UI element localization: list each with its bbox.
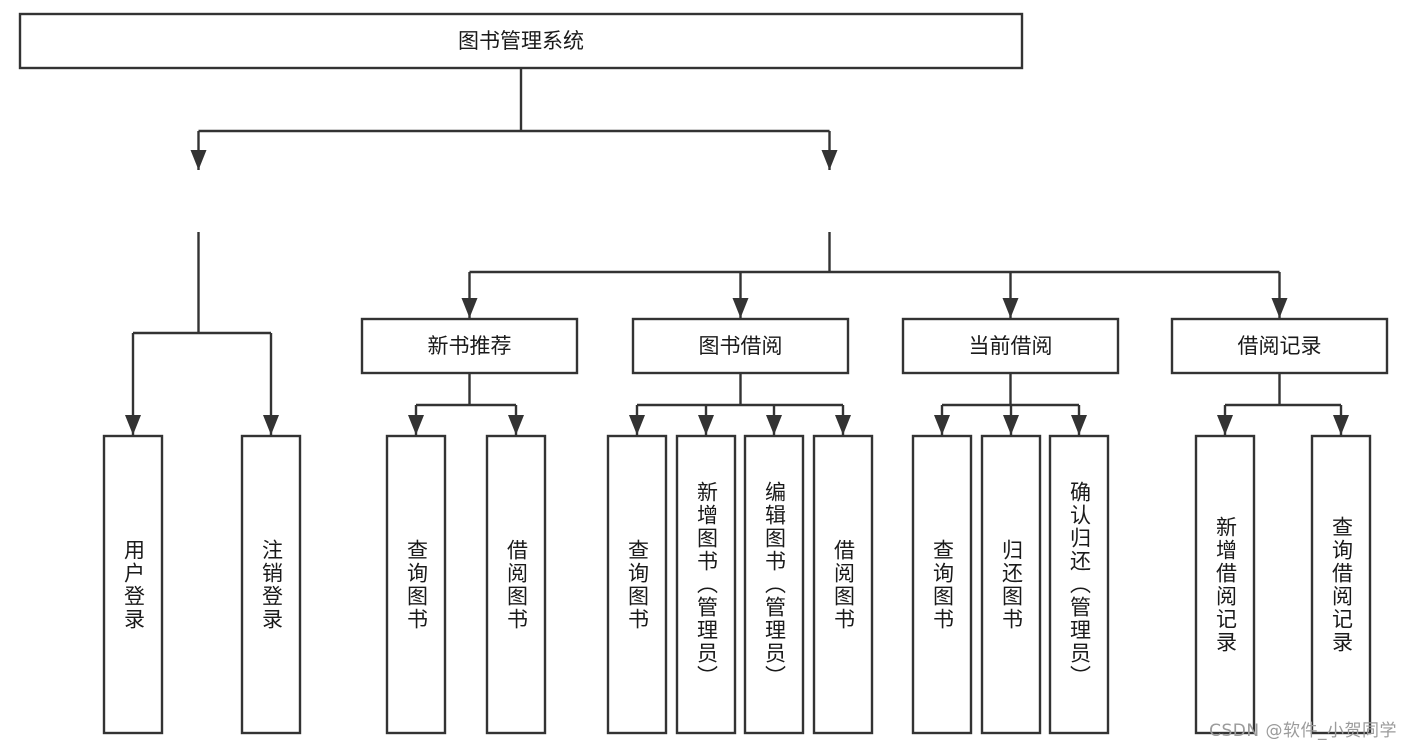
arrow-head-icon [934, 415, 950, 435]
node-box-user-login-do[interactable] [102, 434, 164, 735]
arrow-head-icon [508, 415, 524, 435]
node-box-query-borrow-record[interactable] [1310, 434, 1372, 735]
arrow-head-icon [190, 150, 207, 170]
node-box-borrow-book-2[interactable] [812, 434, 874, 735]
node-box-book-borrow[interactable] [631, 317, 850, 375]
node-box-edit-book-admin[interactable] [743, 434, 805, 735]
watermark: CSDN @软件_小贺同学 [1209, 721, 1397, 741]
arrow-head-icon [1271, 298, 1288, 318]
node-box-borrow-record[interactable] [1170, 317, 1389, 375]
node-label-current-borrow: 当前借阅 [969, 334, 1053, 358]
node-box-user-logout[interactable] [240, 434, 302, 735]
node-box-return-book[interactable] [980, 434, 1042, 735]
arrow-head-icon [125, 415, 141, 435]
arrow-head-icon [1003, 415, 1019, 435]
node-box-new-book-recommend[interactable] [360, 317, 579, 375]
node-box-current-borrow[interactable] [901, 317, 1120, 375]
arrow-head-icon [408, 415, 424, 435]
arrow-head-icon [821, 150, 838, 170]
arrow-head-icon [835, 415, 851, 435]
arrow-head-icon [629, 415, 645, 435]
node-box-add-borrow-record[interactable] [1194, 434, 1256, 735]
node-box-query-book-1[interactable] [385, 434, 447, 735]
arrow-head-icon [461, 298, 478, 318]
connector-layer [125, 68, 1349, 435]
arrow-head-icon [1333, 415, 1349, 435]
node-box-borrow-book-1[interactable] [485, 434, 547, 735]
node-label-book-borrow: 图书借阅 [699, 334, 783, 358]
arrow-head-icon [732, 298, 749, 318]
node-box-query-book-2[interactable] [606, 434, 668, 735]
box-layer [18, 12, 1389, 735]
node-box-query-book-3[interactable] [911, 434, 973, 735]
node-label-borrow-record: 借阅记录 [1238, 334, 1322, 358]
arrow-head-icon [698, 415, 714, 435]
node-box-add-book-admin[interactable] [675, 434, 737, 735]
node-label-new-book-recommend: 新书推荐 [428, 334, 512, 358]
arrow-head-icon [1002, 298, 1019, 318]
arrow-head-icon [1071, 415, 1087, 435]
arrow-head-icon [766, 415, 782, 435]
node-label-root: 图书管理系统 [458, 29, 584, 53]
arrow-head-icon [263, 415, 279, 435]
arrow-head-icon [1217, 415, 1233, 435]
node-box-root[interactable] [18, 12, 1024, 70]
node-box-confirm-return-admin[interactable] [1048, 434, 1110, 735]
